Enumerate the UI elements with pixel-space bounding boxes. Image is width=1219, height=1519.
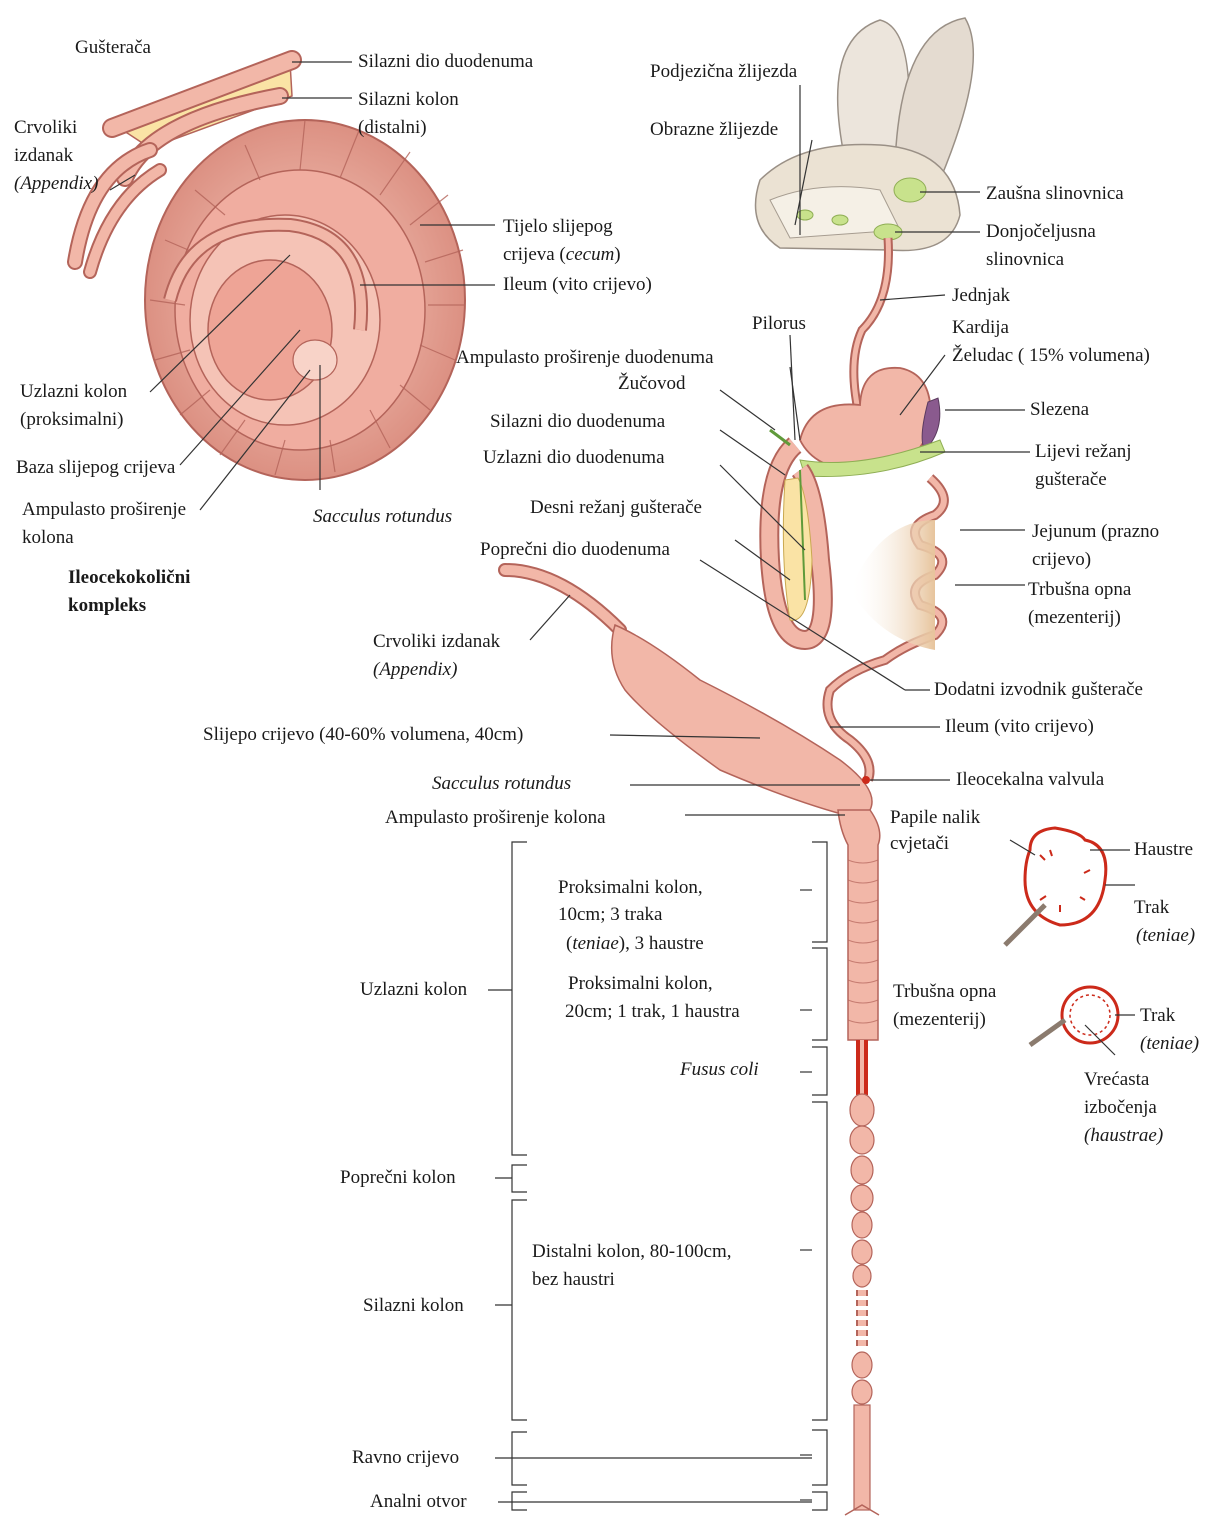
label-ileocekokolicni-2: kompleks — [68, 594, 146, 618]
left-bracket-poprecni — [512, 1165, 527, 1192]
label-gusteraca: Gušterača — [75, 36, 151, 60]
label-uzlazni-kolon-prox-1: Uzlazni kolon — [20, 380, 127, 404]
label-donjoceljusna-2: slinovnica — [986, 248, 1064, 272]
label-obrazne: Obrazne žlijezde — [650, 118, 778, 142]
label-tijelo-2: crijeva (cecum) — [503, 243, 621, 267]
left-bracket-uzlazni — [512, 842, 527, 1155]
label-lijevi-1: Lijevi režanj — [1035, 440, 1132, 464]
label-prox2-2: 20cm; 1 trak, 1 haustra — [565, 1000, 740, 1024]
label-ileocekokolicni-1: Ileocekokolični — [68, 566, 190, 590]
label-poprecni-kolon: Poprečni kolon — [340, 1166, 456, 1190]
label-uzlazni-kolon: Uzlazni kolon — [360, 978, 467, 1002]
label-silazni-kolon-distalni-2: (distalni) — [358, 116, 427, 140]
mesentery — [850, 520, 935, 650]
label-tijelo-2-text: crijeva ( — [503, 244, 566, 265]
label-tijelo-2-italic: cecum — [566, 244, 615, 265]
label-distalni-1: Distalni kolon, 80-100cm, — [532, 1240, 731, 1264]
label-ileocekalna: Ileocekalna valvula — [956, 768, 1104, 792]
bile-duct — [770, 430, 790, 445]
label-zucovod: Žučovod — [618, 372, 686, 396]
label-tijelo-2-end: ) — [614, 244, 620, 265]
label-jejunum-2: crijevo) — [1032, 548, 1091, 572]
label-tijelo-1: Tijelo slijepog — [503, 215, 613, 239]
label-ileum-mid: Ileum (vito crijevo) — [945, 715, 1094, 739]
label-silazni-kolon-distalni-1: Silazni kolon — [358, 88, 459, 112]
label-podjezicna: Podjezična žlijezda — [650, 60, 797, 84]
label-prox1-3b: ), 3 haustre — [619, 933, 704, 954]
rabbit-head-illustration — [756, 18, 974, 251]
distal-colon — [850, 1094, 874, 1404]
label-fusus: Fusus coli — [680, 1058, 759, 1082]
right-bracket-fusus — [812, 1047, 827, 1095]
label-jejunum-1: Jejunum (prazno — [1032, 520, 1159, 544]
label-ileum-top: Ileum (vito crijevo) — [503, 273, 652, 297]
label-trbusna-1: Trbušna opna — [1028, 578, 1131, 602]
label-ampulasto-duodenuma: Ampulasto proširenje duodenuma — [456, 346, 714, 370]
label-haustre: Haustre — [1134, 838, 1193, 862]
mesentery-stub — [1005, 905, 1045, 945]
label-pilorus: Pilorus — [752, 312, 806, 336]
label-trak-1b: (teniae) — [1136, 924, 1195, 948]
label-desni: Desni režanj gušterače — [530, 496, 702, 520]
ileocecal-valve — [862, 776, 870, 784]
label-zeludac: Želudac ( 15% volumena) — [952, 344, 1150, 368]
label-jednjak: Jednjak — [952, 284, 1010, 308]
label-crvoliki-mid-1: Crvoliki izdanak — [373, 630, 500, 654]
parotid-gland — [894, 178, 926, 202]
ascending-colon — [838, 810, 880, 1040]
label-vrecasta-3: (haustrae) — [1084, 1124, 1163, 1148]
colon-cross-section-icon — [1005, 828, 1118, 1045]
left-bracket-silazni — [512, 1200, 527, 1420]
label-crvoliki-2: izdanak — [14, 144, 73, 168]
label-vrecasta-2: izbočenja — [1084, 1096, 1157, 1120]
label-uzlazni-kolon-prox-2: (proksimalni) — [20, 408, 123, 432]
label-baza: Baza slijepog crijeva — [16, 456, 175, 480]
label-vrecasta-1: Vrećasta — [1084, 1068, 1149, 1092]
label-trak-2a: Trak — [1140, 1004, 1175, 1028]
label-trak-2b: (teniae) — [1140, 1032, 1199, 1056]
label-sacculus-top: Sacculus rotundus — [313, 505, 452, 529]
label-slezena: Slezena — [1030, 398, 1089, 422]
label-lijevi-2: gušterače — [1035, 468, 1107, 492]
label-papile-1: Papile nalik — [890, 806, 980, 830]
label-prox1-2: 10cm; 3 traka — [558, 903, 662, 927]
label-crvoliki-1: Crvoliki — [14, 116, 77, 140]
right-bracket-prox1 — [812, 842, 827, 942]
appendix — [505, 570, 620, 630]
label-trbusna-2: (mezenterij) — [1028, 606, 1121, 630]
label-silazni-kolon: Silazni kolon — [363, 1294, 464, 1318]
label-trak-1a: Trak — [1134, 896, 1169, 920]
label-zausna: Zaušna slinovnica — [986, 182, 1124, 206]
right-bracket-prox2 — [812, 948, 827, 1040]
label-prox1-3i: teniae — [572, 933, 618, 954]
label-ravno: Ravno crijevo — [352, 1446, 459, 1470]
rectum — [854, 1405, 870, 1510]
label-silazni-dio-duodenuma-mid: Silazni dio duodenuma — [490, 410, 665, 434]
label-dodatni: Dodatni izvodnik gušterače — [934, 678, 1143, 702]
label-ampulasto-kolona-2: kolona — [22, 526, 74, 550]
label-analni: Analni otvor — [370, 1490, 467, 1514]
right-bracket-distal — [812, 1102, 827, 1420]
label-poprecni-dio-duodenuma: Poprečni dio duodenuma — [480, 538, 670, 562]
label-crvoliki-3: (Appendix) — [14, 172, 98, 196]
label-distalni-2: bez haustri — [532, 1268, 615, 1292]
label-trbusna-right-2: (mezenterij) — [893, 1008, 986, 1032]
label-kardija: Kardija — [952, 316, 1009, 340]
label-ampulasto-kolona-1: Ampulasto proširenje — [22, 498, 186, 522]
label-trbusna-right-1: Trbušna opna — [893, 980, 996, 1004]
label-donjoceljusna-1: Donjočeljusna — [986, 220, 1096, 244]
label-crvoliki-mid-2: (Appendix) — [373, 658, 457, 682]
label-prox2-1: Proksimalni kolon, — [568, 972, 713, 996]
label-ampulasto-kolona-mid: Ampulasto proširenje kolona — [385, 806, 606, 830]
label-sacculus-mid: Sacculus rotundus — [432, 772, 571, 796]
label-prox1-1: Proksimalni kolon, — [558, 876, 703, 900]
label-uzlazni-dio-duodenuma: Uzlazni dio duodenuma — [483, 446, 665, 470]
label-prox1-3: (teniae), 3 haustre — [566, 932, 704, 956]
label-papile-2: cvjetači — [890, 832, 949, 856]
label-slijepo: Slijepo crijevo (40-60% volumena, 40cm) — [203, 723, 523, 747]
label-silazni-dio-duodenuma-top: Silazni dio duodenuma — [358, 50, 533, 74]
